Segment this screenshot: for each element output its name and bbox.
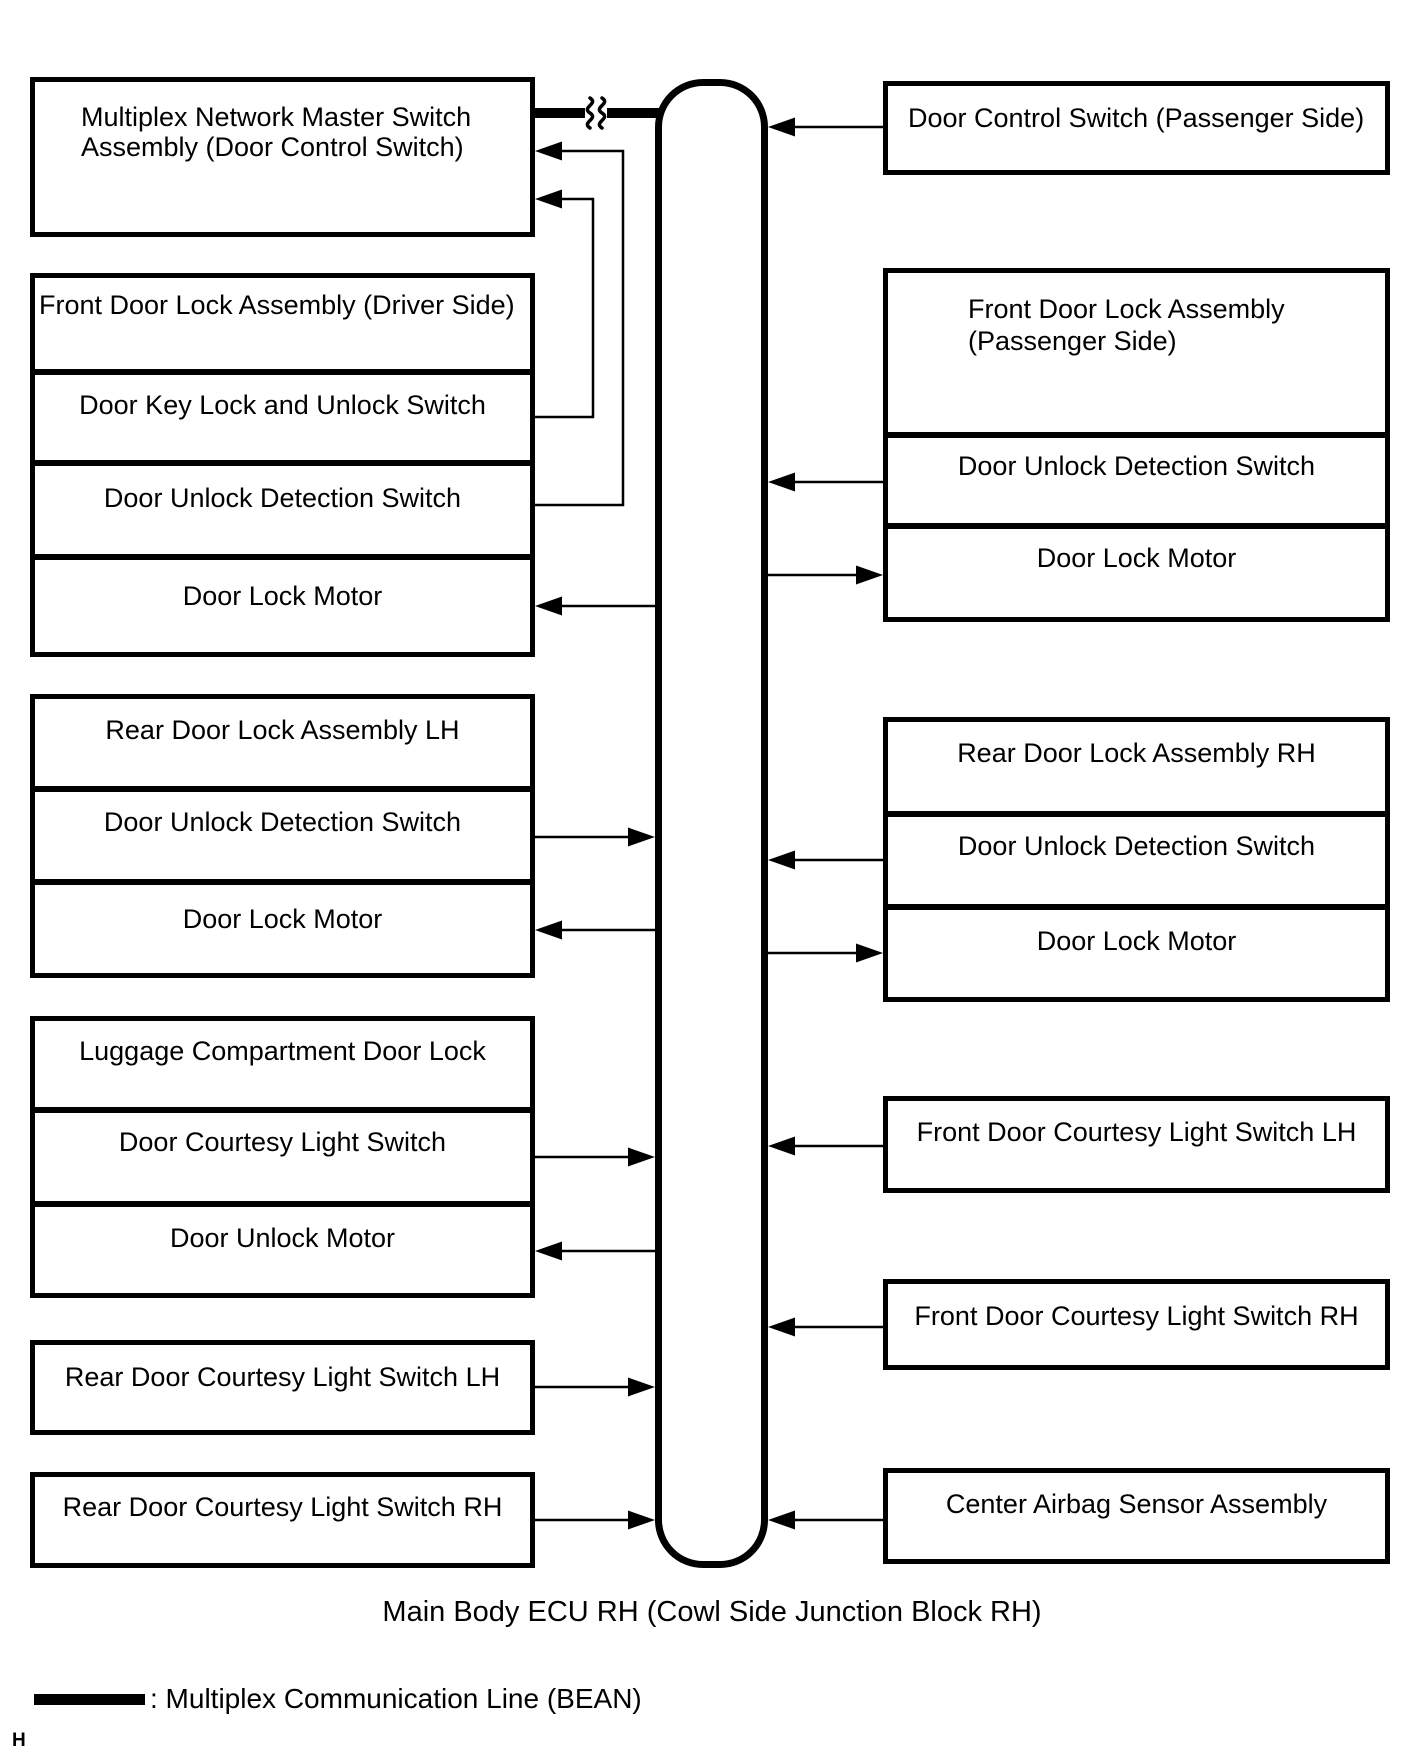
door-lock-motor-passenger-label: Door Lock Motor [1036,543,1237,573]
box-front-door-courtesy-light-switch-rh: Front Door Courtesy Light Switch RH [883,1279,1390,1370]
arrow-door-control-passenger-to-ecu [768,117,883,137]
center-airbag-sensor-assembly-label: Center Airbag Sensor Assembly [945,1489,1328,1519]
door-courtesy-light-switch-luggage-label: Door Courtesy Light Switch [118,1127,447,1157]
luggage-compartment-door-lock-header-label: Luggage Compartment Door Lock [79,1036,486,1066]
box-rear-door-courtesy-light-switch-lh: Rear Door Courtesy Light Switch LH [30,1340,535,1435]
arrow-ecu-to-rear-lh-door-lock-motor [535,920,660,940]
legend-multiplex-line-sample [34,1694,145,1705]
front-door-lock-driver-header-label: Front Door Lock Assembly (Driver Side) [39,290,515,320]
box-luggage-compartment-door-lock-header: Luggage Compartment Door Lock [30,1016,535,1112]
box-front-door-lock-passenger-header: Front Door Lock Assembly (Passenger Side… [883,268,1390,437]
door-unlock-detection-switch-passenger-label: Door Unlock Detection Switch [957,451,1316,481]
legend-label: : Multiplex Communication Line (BEAN) [150,1683,642,1714]
arrow-front-courtesy-rh-to-ecu [768,1317,883,1337]
front-door-lock-passenger-header-line1: Front Door Lock Assembly [968,294,1285,324]
arrow-luggage-courtesy-switch-to-ecu [535,1147,655,1167]
box-rear-door-lock-lh-header: Rear Door Lock Assembly LH [30,694,535,791]
box-door-lock-motor-rear-lh: Door Lock Motor [30,880,535,978]
multiplex-master-switch-label-line2: Assembly (Door Control Switch) [81,132,464,162]
door-lock-motor-rear-rh-label: Door Lock Motor [1036,926,1237,956]
front-door-courtesy-light-switch-rh-label: Front Door Courtesy Light Switch RH [914,1301,1359,1331]
arrow-rear-lh-detection-to-ecu [535,827,655,847]
ecu-caption: Main Body ECU RH (Cowl Side Junction Blo… [382,1596,1042,1628]
box-door-courtesy-light-switch-luggage: Door Courtesy Light Switch [30,1108,535,1206]
arrow-rear-courtesy-lh-to-ecu [535,1377,655,1397]
line-break-symbol [585,96,607,130]
door-control-switch-passenger-label: Door Control Switch (Passenger Side) [908,103,1365,133]
box-rear-door-lock-rh-header: Rear Door Lock Assembly RH [883,717,1390,816]
arrow-ecu-to-rear-rh-door-lock-motor [763,943,883,963]
multiplex-master-switch-label-line1: Multiplex Network Master Switch [81,102,472,132]
arrow-ecu-to-passenger-door-lock-motor [763,565,883,585]
box-door-unlock-motor-luggage: Door Unlock Motor [30,1202,535,1298]
rear-door-lock-rh-header-label: Rear Door Lock Assembly RH [957,738,1316,768]
box-door-unlock-detection-switch-rear-lh: Door Unlock Detection Switch [30,787,535,884]
box-door-lock-motor-rear-rh: Door Lock Motor [883,905,1390,1002]
box-door-unlock-detection-switch-rear-rh: Door Unlock Detection Switch [883,812,1390,909]
box-rear-door-courtesy-light-switch-rh: Rear Door Courtesy Light Switch RH [30,1472,535,1568]
box-door-lock-motor-driver: Door Lock Motor [30,555,535,657]
main-body-ecu-block [655,79,768,1568]
rear-door-courtesy-light-switch-lh-label: Rear Door Courtesy Light Switch LH [64,1362,501,1392]
door-unlock-detection-switch-driver-label: Door Unlock Detection Switch [103,483,462,513]
arrow-front-courtesy-lh-to-ecu [768,1136,883,1156]
box-door-unlock-detection-switch-passenger: Door Unlock Detection Switch [883,433,1390,528]
door-lock-motor-rear-lh-label: Door Lock Motor [182,904,383,934]
door-unlock-detection-switch-rear-lh-label: Door Unlock Detection Switch [103,807,462,837]
rear-door-lock-lh-header-label: Rear Door Lock Assembly LH [105,715,460,745]
box-center-airbag-sensor-assembly: Center Airbag Sensor Assembly [883,1468,1390,1564]
arrow-rear-rh-detection-to-ecu [768,850,883,870]
door-key-lock-and-unlock-switch-label: Door Key Lock and Unlock Switch [79,390,486,420]
box-door-lock-motor-passenger: Door Lock Motor [883,524,1390,622]
arrow-rear-courtesy-rh-to-ecu [535,1510,655,1530]
door-unlock-motor-luggage-label: Door Unlock Motor [169,1223,396,1253]
rear-door-courtesy-light-switch-rh-label: Rear Door Courtesy Light Switch RH [62,1492,503,1522]
arrow-ecu-to-door-lock-motor-driver [535,596,660,616]
page-marker: H [12,1730,26,1751]
box-door-key-lock-and-unlock-switch: Door Key Lock and Unlock Switch [30,370,535,465]
front-door-courtesy-light-switch-lh-label: Front Door Courtesy Light Switch LH [916,1117,1357,1147]
arrow-center-airbag-to-ecu [768,1510,883,1530]
box-door-unlock-detection-switch-driver: Door Unlock Detection Switch [30,461,535,559]
box-multiplex-network-master-switch: Multiplex Network Master Switch Assembly… [30,77,535,237]
front-door-lock-passenger-header-line2: (Passenger Side) [968,326,1177,356]
arrow-passenger-detection-to-ecu [768,472,883,492]
box-front-door-courtesy-light-switch-lh: Front Door Courtesy Light Switch LH [883,1096,1390,1193]
arrow-door-unlock-detection-driver-to-multiplex [535,141,625,507]
door-unlock-detection-switch-rear-rh-label: Door Unlock Detection Switch [957,831,1316,861]
door-lock-motor-driver-label: Door Lock Motor [182,581,383,611]
box-door-control-switch-passenger: Door Control Switch (Passenger Side) [883,81,1390,175]
arrow-ecu-to-door-unlock-motor [535,1241,660,1261]
box-front-door-lock-driver-header: Front Door Lock Assembly (Driver Side) [30,273,535,374]
arrow-door-key-lock-switch-to-multiplex [535,189,595,419]
